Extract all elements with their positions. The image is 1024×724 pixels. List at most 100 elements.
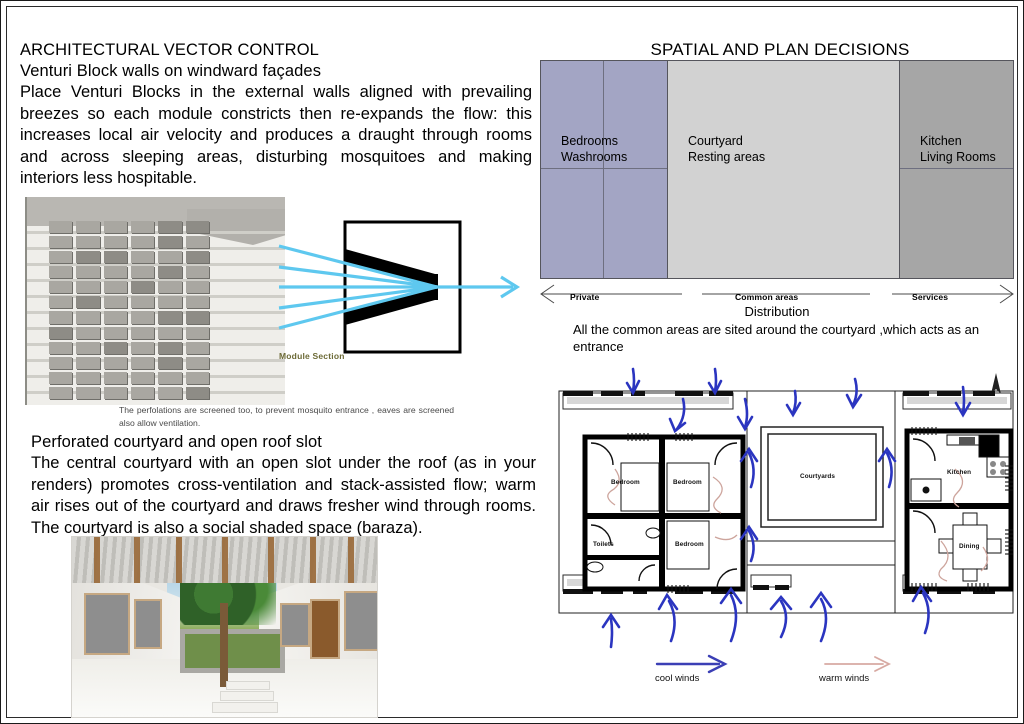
venturi-block (104, 311, 127, 323)
venturi-block (104, 387, 127, 399)
venturi-block (49, 266, 72, 278)
zone-services-label: Kitchen Living Rooms (920, 133, 996, 165)
venturi-paragraph: Place Venturi Blocks in the external wal… (20, 82, 532, 190)
venturi-block-wall-photo (25, 197, 285, 405)
venturi-block (76, 342, 99, 354)
venturi-block (76, 251, 99, 263)
spatial-plan-title: SPATIAL AND PLAN DECISIONS (537, 40, 1023, 60)
venturi-block (76, 357, 99, 369)
venturi-block (104, 372, 127, 384)
venturi-block (49, 311, 72, 323)
venturi-block (49, 251, 72, 263)
venturi-block (158, 251, 181, 263)
venturi-block (131, 221, 154, 233)
venturi-block (131, 387, 154, 399)
venturi-block (186, 372, 209, 384)
venturi-block (104, 221, 127, 233)
venturi-block (131, 327, 154, 339)
venturi-block (186, 221, 209, 233)
left-text-column: ARCHITECTURAL VECTOR CONTROL Venturi Blo… (20, 40, 532, 190)
venturi-block (158, 236, 181, 248)
venturi-block (49, 221, 72, 233)
venturi-block (104, 342, 127, 354)
venturi-block (49, 281, 72, 293)
venturi-block (158, 266, 181, 278)
venturi-block (158, 296, 181, 308)
legend-cool-winds-label: cool winds (655, 673, 699, 684)
venturi-block (76, 236, 99, 248)
venturi-block (76, 221, 99, 233)
venturi-block (104, 281, 127, 293)
venturi-block (49, 327, 72, 339)
venturi-block (104, 357, 127, 369)
venturi-block (158, 281, 181, 293)
venturi-block (186, 251, 209, 263)
zone-common-label: Courtyard Resting areas (688, 133, 765, 165)
venturi-block (158, 221, 181, 233)
zone-private: Bedrooms Washrooms (541, 61, 667, 278)
venturi-block (104, 236, 127, 248)
zone-services: Kitchen Living Rooms (900, 61, 1013, 278)
venturi-block (49, 342, 72, 354)
venturi-block (186, 281, 209, 293)
venturi-block (131, 251, 154, 263)
venturi-block (104, 327, 127, 339)
dim-label-private: Private (570, 292, 599, 302)
legend-warm-winds-label: warm winds (819, 673, 869, 684)
venturi-block (76, 296, 99, 308)
venturi-block (186, 357, 209, 369)
board-inner-frame: ARCHITECTURAL VECTOR CONTROL Venturi Blo… (6, 6, 1018, 718)
perforation-caption: The perfolations are screened too, to pr… (119, 404, 454, 429)
venturi-block (186, 327, 209, 339)
distribution-note: All the common areas are sited around th… (573, 321, 1013, 355)
distribution-title: Distribution (540, 304, 1014, 319)
venturi-block (131, 296, 154, 308)
venturi-block (158, 327, 181, 339)
venturi-block (131, 372, 154, 384)
venturi-block (158, 342, 181, 354)
venturi-block-grid (49, 221, 209, 399)
module-section-diagram (277, 212, 527, 362)
venturi-block (186, 266, 209, 278)
venturi-block (186, 296, 209, 308)
panel-title: ARCHITECTURAL VECTOR CONTROL (20, 40, 532, 61)
venturi-block (131, 266, 154, 278)
floor-plan-drawing: Bedroom Bedroom Bedroom Toilets Courtyar… (555, 369, 1017, 649)
module-section-label: Module Section (279, 351, 345, 361)
panel-subtitle-2: Perforated courtyard and open roof slot (31, 432, 536, 453)
venturi-block (76, 281, 99, 293)
venturi-block (158, 387, 181, 399)
venturi-block (104, 251, 127, 263)
venturi-block (49, 372, 72, 384)
dim-label-common: Common areas (735, 292, 798, 302)
wind-legend: cool winds warm winds (647, 655, 947, 695)
venturi-block (186, 236, 209, 248)
room-label-dining: Dining (959, 543, 979, 550)
venturi-block (49, 357, 72, 369)
room-label-bedroom-3: Bedroom (675, 541, 704, 548)
venturi-block (131, 342, 154, 354)
room-label-bedroom-1: Bedroom (611, 479, 640, 486)
venturi-block (186, 387, 209, 399)
venturi-block (131, 357, 154, 369)
distribution-dimension-bar: Private Common areas Services (540, 283, 1014, 305)
dim-label-services: Services (912, 292, 948, 302)
zone-private-label: Bedrooms Washrooms (561, 133, 627, 165)
venturi-block (49, 236, 72, 248)
venturi-block (186, 311, 209, 323)
courtyard-paragraph: The central courtyard with an open slot … (31, 453, 536, 539)
room-label-bedroom-2: Bedroom (673, 479, 702, 486)
venturi-block (49, 387, 72, 399)
venturi-block (76, 311, 99, 323)
zone-common: Courtyard Resting areas (667, 61, 900, 278)
venturi-block (131, 281, 154, 293)
venturi-block (186, 342, 209, 354)
room-label-toilets: Toilets (593, 541, 614, 548)
courtyard-render-image (71, 536, 378, 718)
panel-subtitle: Venturi Block walls on windward façades (20, 61, 532, 82)
venturi-block (131, 236, 154, 248)
venturi-block (76, 387, 99, 399)
room-label-courtyards: Courtyards (800, 473, 835, 480)
venturi-block (104, 266, 127, 278)
